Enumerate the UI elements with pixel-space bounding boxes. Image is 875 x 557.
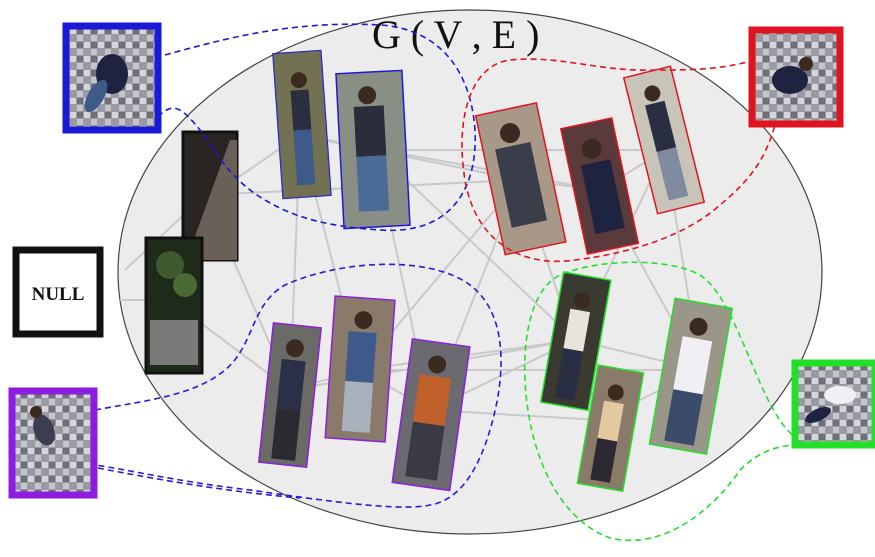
overhead-view-purple	[8, 387, 98, 499]
person-crop	[391, 337, 471, 492]
graph-ellipse	[117, 9, 823, 535]
person-crop	[648, 297, 734, 455]
person-crop	[576, 364, 645, 493]
graph-title: G ( V , E )	[372, 12, 539, 57]
red-cluster-outline	[461, 58, 776, 263]
overhead-view-blue	[62, 22, 162, 134]
distractor-crop	[144, 236, 204, 375]
overhead-view-green	[791, 359, 875, 449]
person-crop	[474, 102, 567, 256]
null-label: NULL	[32, 284, 85, 305]
green-cluster-outline	[523, 261, 801, 542]
overhead-view-red	[748, 26, 844, 128]
purple-connector	[97, 467, 301, 499]
person-crop	[539, 271, 612, 412]
person-crop	[272, 49, 332, 200]
person-crop	[622, 65, 706, 215]
overhead-view-null: NULL	[12, 246, 104, 338]
purple-cluster-outline	[94, 263, 502, 508]
person-crop	[335, 69, 411, 230]
person-crop	[559, 117, 640, 255]
person-crop	[324, 295, 396, 443]
person-crop	[257, 322, 323, 468]
